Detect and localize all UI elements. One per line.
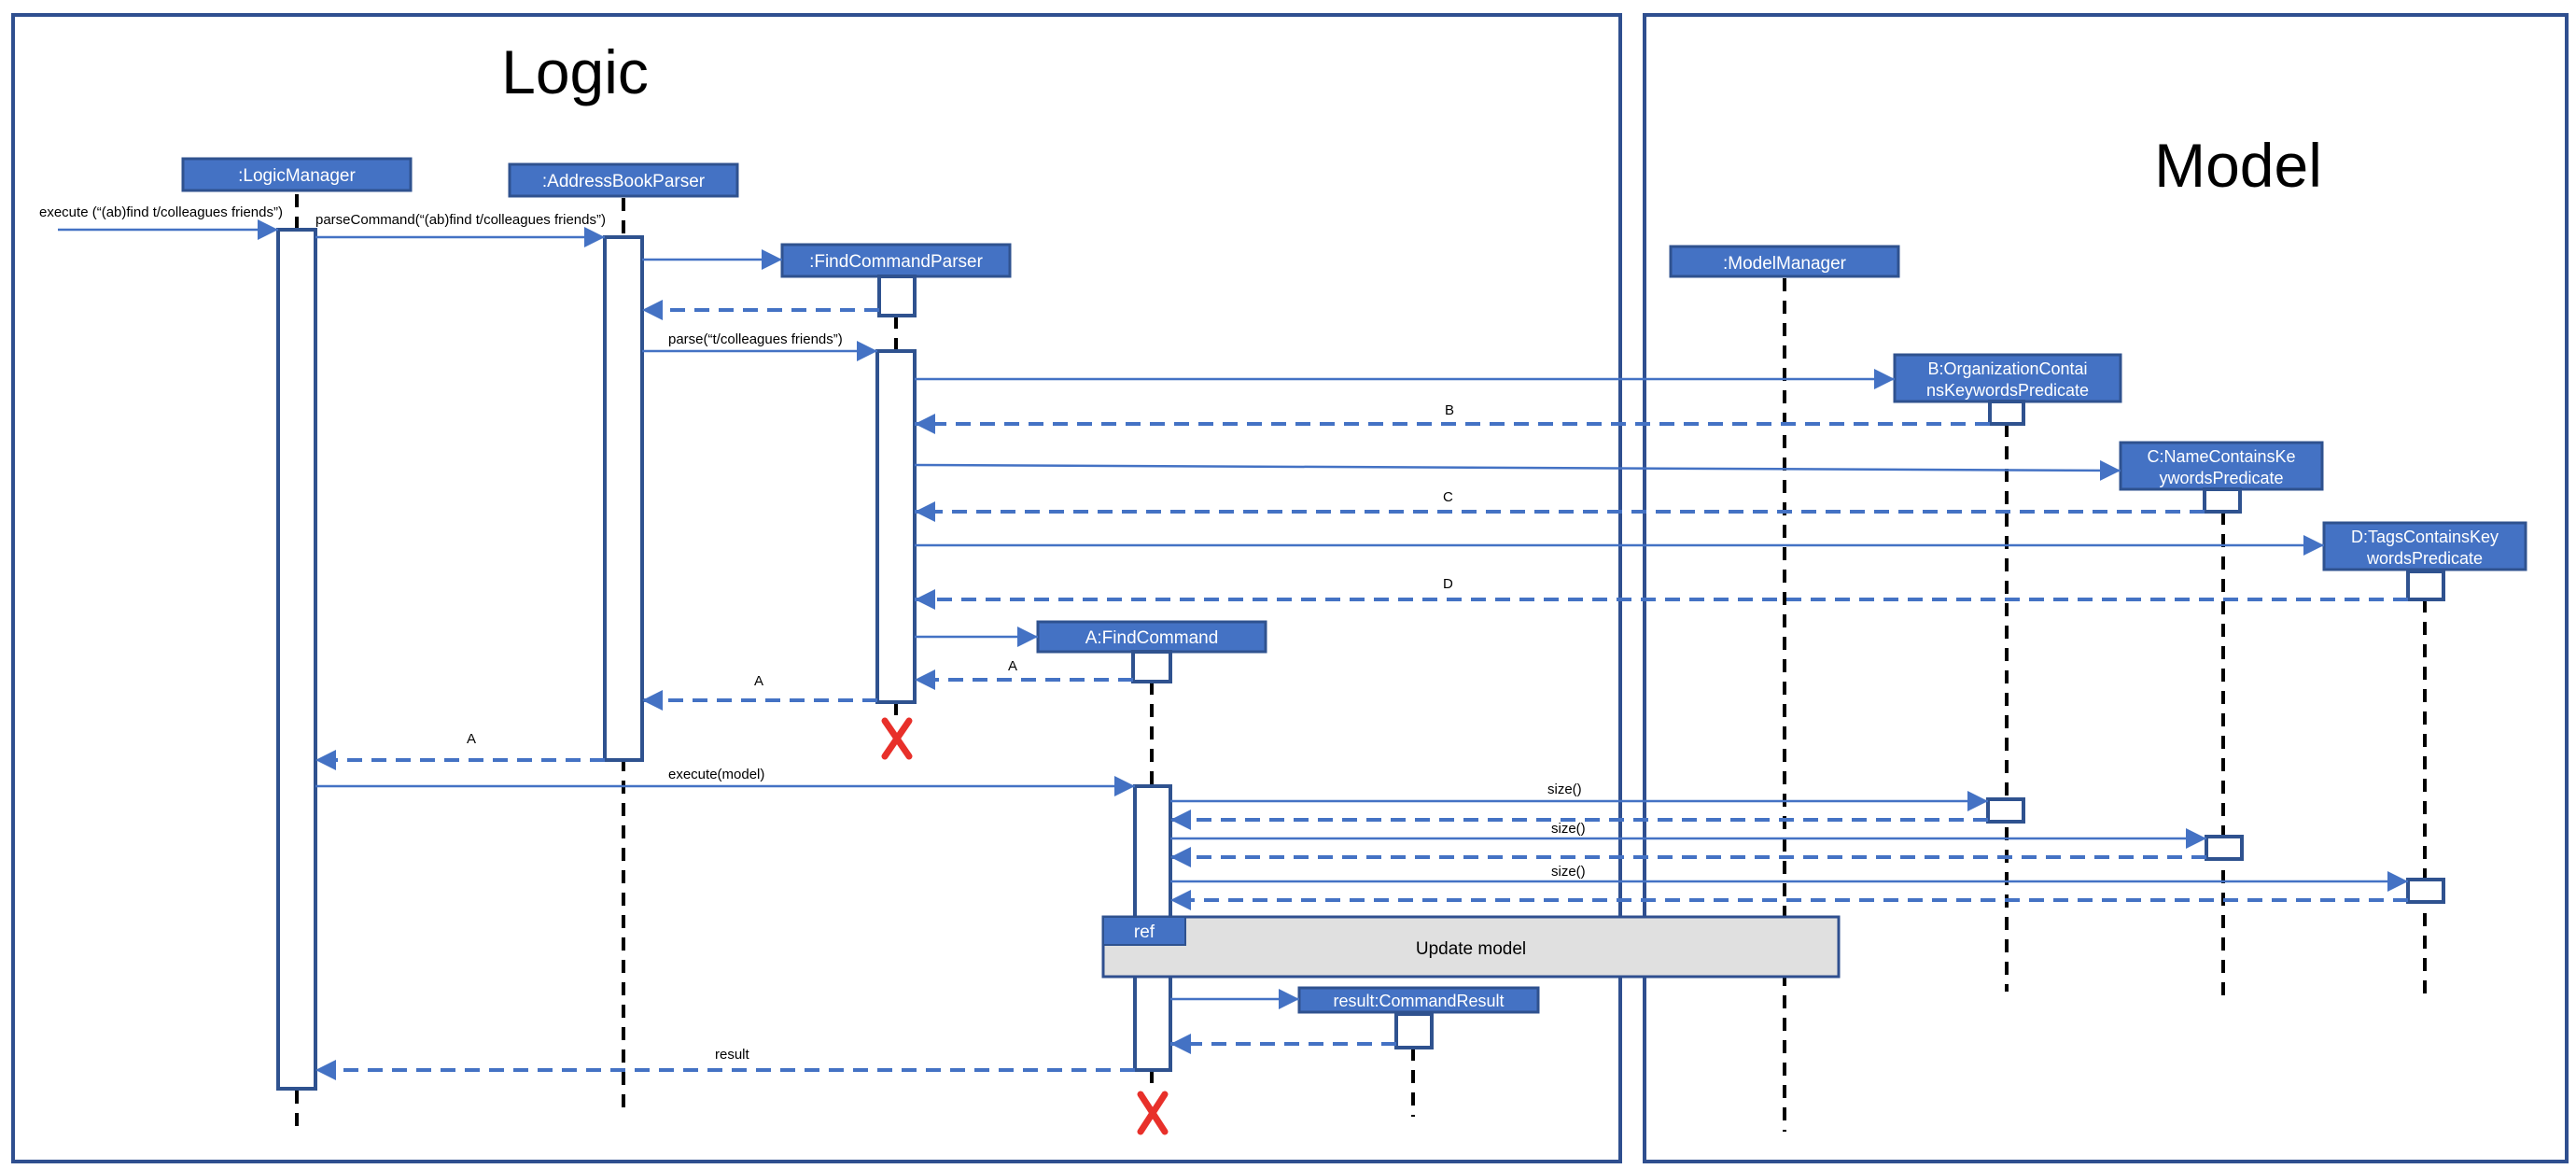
activation-logic-manager bbox=[276, 228, 317, 1091]
participant-name-predicate-line1: C:NameContainsKe bbox=[2147, 447, 2295, 466]
participant-org-predicate: B:OrganizationContai nsKeywordsPredicate bbox=[1893, 353, 2122, 403]
participant-tags-predicate-line2: wordsPredicate bbox=[2366, 549, 2483, 568]
activation-org-predicate bbox=[1988, 400, 2025, 426]
return-b-label: B bbox=[1445, 402, 1454, 418]
participant-org-predicate-line2: nsKeywordsPredicate bbox=[1926, 381, 2089, 400]
participant-logic-manager: :LogicManager bbox=[181, 157, 413, 192]
message-execute-input-label: execute (“(ab)find t/colleagues friends”… bbox=[39, 204, 283, 220]
participant-address-book-parser-label: :AddressBookParser bbox=[542, 172, 706, 191]
participant-address-book-parser: :AddressBookParser bbox=[508, 162, 739, 198]
ref-fragment: ref Update model bbox=[1101, 915, 1841, 979]
return-d-label: D bbox=[1443, 576, 1453, 592]
activation-name-predicate bbox=[2203, 487, 2242, 514]
activation-find-command-parser-create bbox=[877, 275, 917, 317]
message-execute-model-label: execute(model) bbox=[668, 767, 764, 782]
message-size-1-label: size() bbox=[1547, 782, 1582, 797]
message-result-label: result bbox=[715, 1047, 750, 1063]
activation-tags-predicate-size bbox=[2406, 878, 2445, 904]
participant-find-command-label: A:FindCommand bbox=[1085, 628, 1219, 648]
logic-frame-title: Logic bbox=[501, 37, 649, 106]
message-size-2-label: size() bbox=[1551, 821, 1586, 837]
model-frame bbox=[1643, 13, 2569, 1163]
message-labels: execute (“(ab)find t/colleagues friends”… bbox=[39, 204, 1586, 1063]
message-parse-label: parse(“t/colleagues friends”) bbox=[668, 331, 843, 347]
participant-tags-predicate-line1: D:TagsContainsKey bbox=[2351, 528, 2499, 546]
participant-name-predicate: C:NameContainsKe ywordsPredicate bbox=[2119, 441, 2324, 491]
return-a-label-3: A bbox=[467, 731, 476, 747]
activation-name-predicate-size bbox=[2205, 835, 2244, 861]
participant-find-command-parser: :FindCommandParser bbox=[780, 243, 1012, 278]
participant-tags-predicate: D:TagsContainsKey wordsPredicate bbox=[2322, 521, 2527, 571]
activation-find-command-create bbox=[1131, 650, 1172, 683]
participant-name-predicate-line2: ywordsPredicate bbox=[2159, 469, 2283, 487]
participant-command-result: result:CommandResult bbox=[1297, 986, 1540, 1014]
logic-frame bbox=[11, 13, 1622, 1163]
message-size-3-label: size() bbox=[1551, 864, 1586, 880]
model-frame-title: Model bbox=[2154, 131, 2322, 200]
ref-fragment-label: Update model bbox=[1416, 939, 1526, 959]
message-create-name-predicate-arrow bbox=[914, 459, 2121, 481]
participant-command-result-label: result:CommandResult bbox=[1333, 992, 1504, 1010]
ref-fragment-tag: ref bbox=[1134, 923, 1155, 942]
participant-model-manager: :ModelManager bbox=[1669, 245, 1900, 278]
participant-find-command-parser-label: :FindCommandParser bbox=[809, 252, 984, 272]
destroy-marker-find-command-parser bbox=[881, 717, 913, 760]
activation-tags-predicate bbox=[2406, 570, 2445, 601]
ref-fragment-tag-box bbox=[1102, 916, 1186, 946]
destroy-marker-find-command bbox=[1137, 1091, 1169, 1135]
return-c-label: C bbox=[1443, 489, 1453, 505]
participant-find-command: A:FindCommand bbox=[1036, 620, 1267, 654]
participant-logic-manager-label: :LogicManager bbox=[238, 166, 356, 186]
participant-org-predicate-line1: B:OrganizationContai bbox=[1927, 359, 2087, 378]
activation-command-result bbox=[1394, 1012, 1434, 1049]
message-parse-command-label: parseCommand(“(ab)find t/colleagues frie… bbox=[315, 212, 606, 228]
return-a-label-1: A bbox=[1008, 658, 1017, 674]
return-a-label-2: A bbox=[754, 673, 763, 689]
activation-address-book-parser bbox=[603, 235, 644, 762]
return-messages bbox=[315, 300, 2408, 1080]
participant-model-manager-label: :ModelManager bbox=[1723, 254, 1847, 274]
activation-find-command-parser bbox=[875, 349, 917, 704]
sync-messages bbox=[58, 219, 2408, 1009]
activation-org-predicate-size bbox=[1986, 797, 2025, 824]
